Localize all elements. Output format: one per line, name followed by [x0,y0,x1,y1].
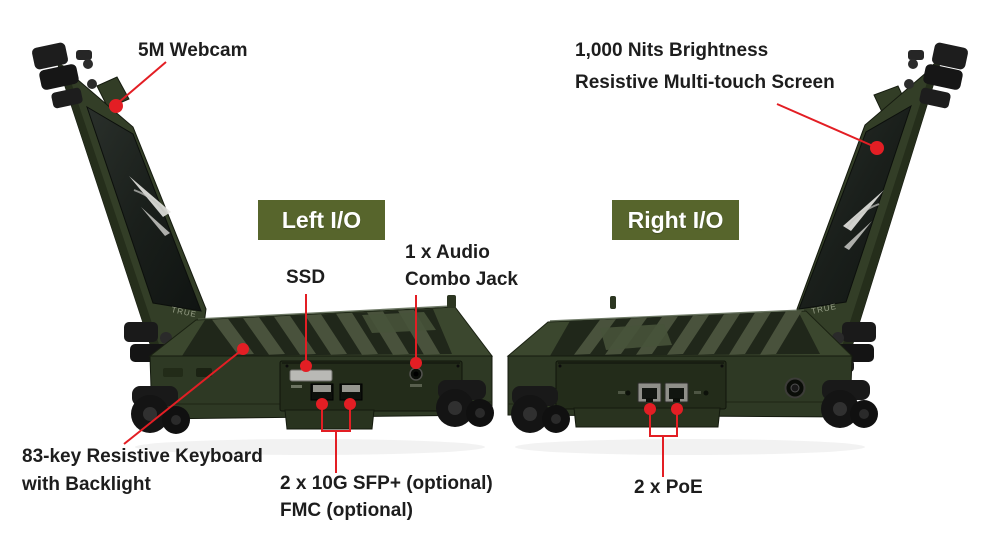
bottom-lip [284,409,375,430]
audio-callout-dot [410,357,422,369]
antenna-nub [610,296,616,309]
vent [163,368,183,377]
screen-callout-dot [870,141,884,155]
keyboard-label-line1: 83-key Resistive Keyboard [22,446,263,467]
ssd-slot [289,369,333,382]
audio-label-line2: Combo Jack [405,269,518,290]
left-wheel-cluster [511,386,570,433]
left-laptop-shadow [135,439,485,455]
screen-logo [843,190,884,250]
deck-panel [600,324,672,350]
right-wheel-cluster [436,380,494,427]
screen-callout-line [776,103,874,147]
sfp-port-2 [339,383,363,401]
callout-annotations [109,61,884,477]
poe-port-1 [637,382,662,403]
left-laptop-lid-edge [57,62,163,356]
webcam-label: 5M Webcam [138,40,248,61]
audio-label: 1 x Audio Combo Jack [405,239,518,293]
right-wheel-cluster [821,380,878,428]
left-laptop-illustration: TRUE [32,42,494,434]
screen-label-line2: Resistive Multi-touch Screen [575,72,835,93]
screen-label-line1: 1,000 Nits Brightness [575,40,769,61]
sfp-label-line1: 2 x 10G SFP+ (optional) [280,473,493,494]
audio-jack [409,367,423,387]
power-connector [784,377,806,399]
lid-top-clamp [904,42,968,109]
screen-label: 1,000 Nits Brightness Resistive Multi-to… [575,35,835,99]
webcam-callout-line [117,61,167,104]
deck-panel [362,312,436,333]
webcam-callout-dot [109,99,123,113]
antenna-nub [447,295,456,308]
poe-port-2 [664,382,689,403]
poe-label: 2 x PoE [634,477,703,498]
keyboard-label: 83-key Resistive Keyboard with Backlight [22,443,263,499]
sfp-label-line2: FMC (optional) [280,500,413,521]
sfp-label: 2 x 10G SFP+ (optional) FMC (optional) [280,470,493,524]
ssd-label: SSD [286,267,326,288]
right-laptop-shadow [515,439,865,455]
latch-slot [196,368,212,377]
left-laptop-screen [86,105,202,312]
keyboard-label-line2: with Backlight [22,474,151,495]
screen-logo [129,176,171,236]
right-laptop-lid-edge [839,60,941,356]
right-laptop-illustration: TRUE [506,42,968,433]
ssd-callout-dot [300,360,312,372]
keyboard-callout-line [123,348,244,445]
left-wheel-cluster [131,386,190,434]
right-laptop-screen [798,104,912,310]
audio-label-line1: 1 x Audio [405,242,490,263]
left-io-badge: Left I/O [258,200,385,240]
sfp-port-1 [310,383,334,401]
keyboard-callout-dot [237,343,249,355]
right-io-badge: Right I/O [612,200,739,240]
lid-top-clamp [32,42,97,109]
